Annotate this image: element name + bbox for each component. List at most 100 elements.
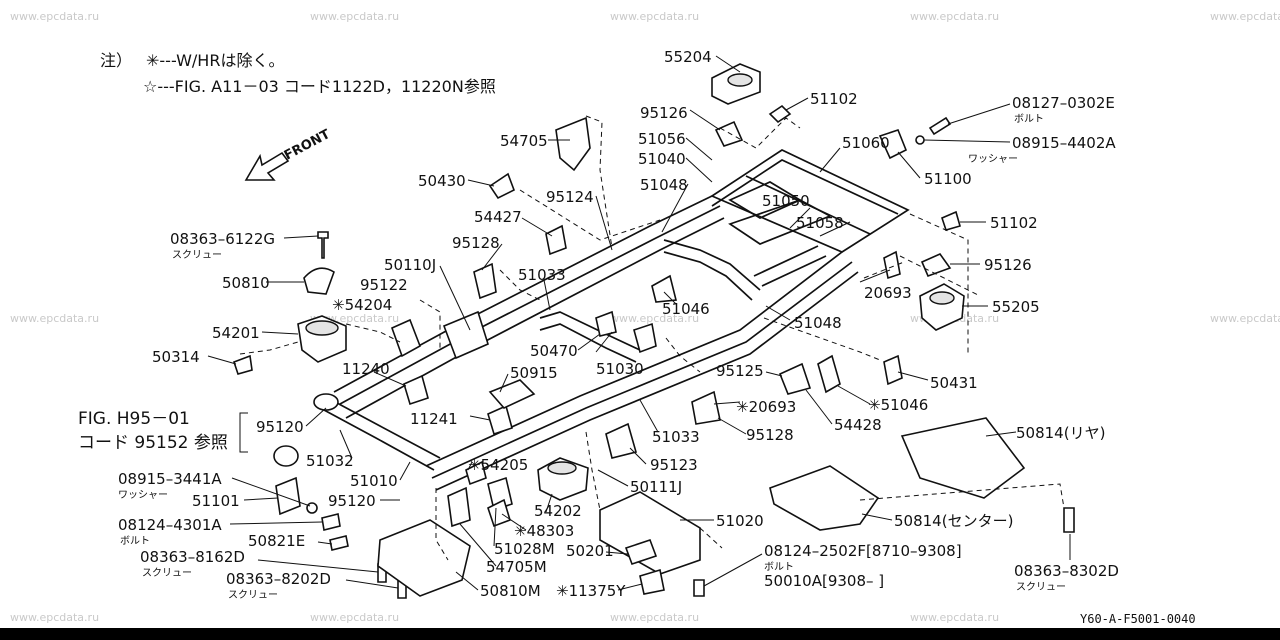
label-50810m: 50810M: [480, 582, 541, 600]
footer-code: Y60-A-F5001-0040: [1080, 612, 1196, 626]
label-08363-8302d-sub: スクリュー: [1016, 581, 1066, 593]
bolt-08124-2502f: [693, 579, 705, 597]
screw-08363-top: [317, 231, 329, 259]
bolt-08127: [928, 116, 952, 136]
bracket-95126-right: [920, 253, 952, 278]
label-54705: 54705: [500, 132, 548, 150]
front-arrow-icon: [244, 151, 290, 181]
bracket-51028m: [487, 476, 513, 512]
reference-block: FIG. H95－01 コード 95152 参照: [78, 409, 248, 453]
label-50010a: 50010A[9308– ]: [764, 572, 884, 590]
label-51058: 51058: [796, 214, 844, 232]
label-50201: 50201: [566, 542, 614, 560]
label-51050: 51050: [762, 192, 810, 210]
watermark: www.epcdata.ru: [910, 10, 999, 23]
label-51033: 51033: [518, 266, 566, 284]
mount-95120-lower: [273, 445, 299, 467]
pad-50314: [232, 354, 253, 375]
bracket-51101: [275, 476, 301, 516]
bracket-50915: [488, 379, 536, 409]
watermark: www.epcdata.ru: [10, 10, 99, 23]
label-11241: 11241: [410, 410, 458, 428]
label-54428: 54428: [834, 416, 882, 434]
screw-08363-8302d: [1063, 507, 1075, 533]
label-51048: 51048: [640, 176, 688, 194]
label-51100: 51100: [924, 170, 972, 188]
label-08915-3441a: 08915–3441A: [118, 470, 222, 488]
parts: [232, 63, 1075, 599]
bracket-95123: [605, 422, 637, 459]
label-55204: 55204: [664, 48, 712, 66]
label-08915-3441a-sub: ワッシャー: [118, 490, 168, 501]
front-label: FRONT: [282, 127, 333, 164]
label-08124-2502f: 08124–2502F[8710–9308]: [764, 542, 962, 560]
label-95122: 95122: [360, 276, 408, 294]
bracket-50110j: [442, 310, 489, 360]
watermark: www.epcdata.ru: [310, 611, 399, 624]
label-08363-8202d-sub: スクリュー: [228, 589, 278, 601]
bracket-54705m: [447, 486, 471, 528]
bolt-08124-4301a: [321, 513, 341, 531]
label-51046-star: ✳51046: [868, 396, 928, 414]
bottom-bar: [0, 628, 1280, 640]
label-08915-4402a-sub: ワッシャー: [968, 154, 1018, 165]
watermark: www.epcdata.ru: [1210, 312, 1280, 325]
label-50110j: 50110J: [384, 256, 436, 274]
washer-08915-3441a: [306, 502, 318, 514]
label-54205: ✳54205: [468, 456, 528, 474]
label-50430: 50430: [418, 172, 466, 190]
bracket-11241: [487, 404, 513, 436]
label-54427: 54427: [474, 208, 522, 226]
label-54201: 54201: [212, 324, 260, 342]
label-95120: 95120: [256, 418, 304, 436]
bracket-51046: [651, 274, 678, 303]
clip-50201: [624, 538, 658, 566]
label-51048-right: 51048: [794, 314, 842, 332]
label-51040: 51040: [638, 150, 686, 168]
bracket-95128-b: [691, 390, 721, 425]
watermark: www.epcdata.ru: [610, 10, 699, 23]
notes: 注） ✳---W/HRは除く。 ☆---FIG. A11－03 コード1122D…: [100, 51, 496, 96]
bracket-54205: [465, 460, 487, 486]
leader-lines: [207, 55, 1071, 591]
label-54204: ✳54204: [332, 296, 392, 314]
label-51101: 51101: [192, 492, 240, 510]
pad-51102-right: [941, 210, 961, 231]
bracket-50470: [595, 310, 617, 337]
label-08363-8302d: 08363–8302D: [1014, 562, 1119, 580]
label-55205: 55205: [992, 298, 1040, 316]
label-20693-star: ✳20693: [736, 398, 796, 416]
label-08363-8162d: 08363–8162D: [140, 548, 245, 566]
label-08915-4402a: 08915–4402A: [1012, 134, 1116, 152]
label-54202: 54202: [534, 502, 582, 520]
cover-50814-center: [769, 465, 880, 531]
label-50810: 50810: [222, 274, 270, 292]
label-50821e: 50821E: [248, 532, 305, 550]
label-95128-lower: 95128: [746, 426, 794, 444]
label-51056: 51056: [638, 130, 686, 148]
label-51032: 51032: [306, 452, 354, 470]
watermark: www.epcdata.ru: [610, 312, 699, 325]
reference-line-2: コード 95152 参照: [78, 433, 228, 453]
crossmember-51020: [599, 491, 701, 575]
label-50470: 50470: [530, 342, 578, 360]
part-labels: 55204 95126 51102 08127–0302E ボルト 54705 …: [118, 48, 1119, 601]
label-51102: 51102: [810, 90, 858, 108]
label-08363-8162d-sub: スクリュー: [142, 567, 192, 579]
label-50915: 50915: [510, 364, 558, 382]
label-50111j: 50111J: [630, 478, 682, 496]
watermark: www.epcdata.ru: [610, 611, 699, 624]
bracket-54428: [817, 354, 841, 394]
bracket-11240: [403, 374, 429, 406]
label-11240: 11240: [342, 360, 390, 378]
pad-51102-top: [768, 104, 792, 124]
label-95128: 95128: [452, 234, 500, 252]
label-51010: 51010: [350, 472, 398, 490]
bracket-50431: [883, 354, 903, 386]
label-11375y: ✳11375Y: [556, 582, 626, 600]
label-95126: 95126: [640, 104, 688, 122]
label-95124: 95124: [546, 188, 594, 206]
skid-50810m: [377, 519, 471, 597]
bracket-51100: [878, 129, 908, 160]
label-08124-2502f-sub: ボルト: [764, 561, 794, 573]
